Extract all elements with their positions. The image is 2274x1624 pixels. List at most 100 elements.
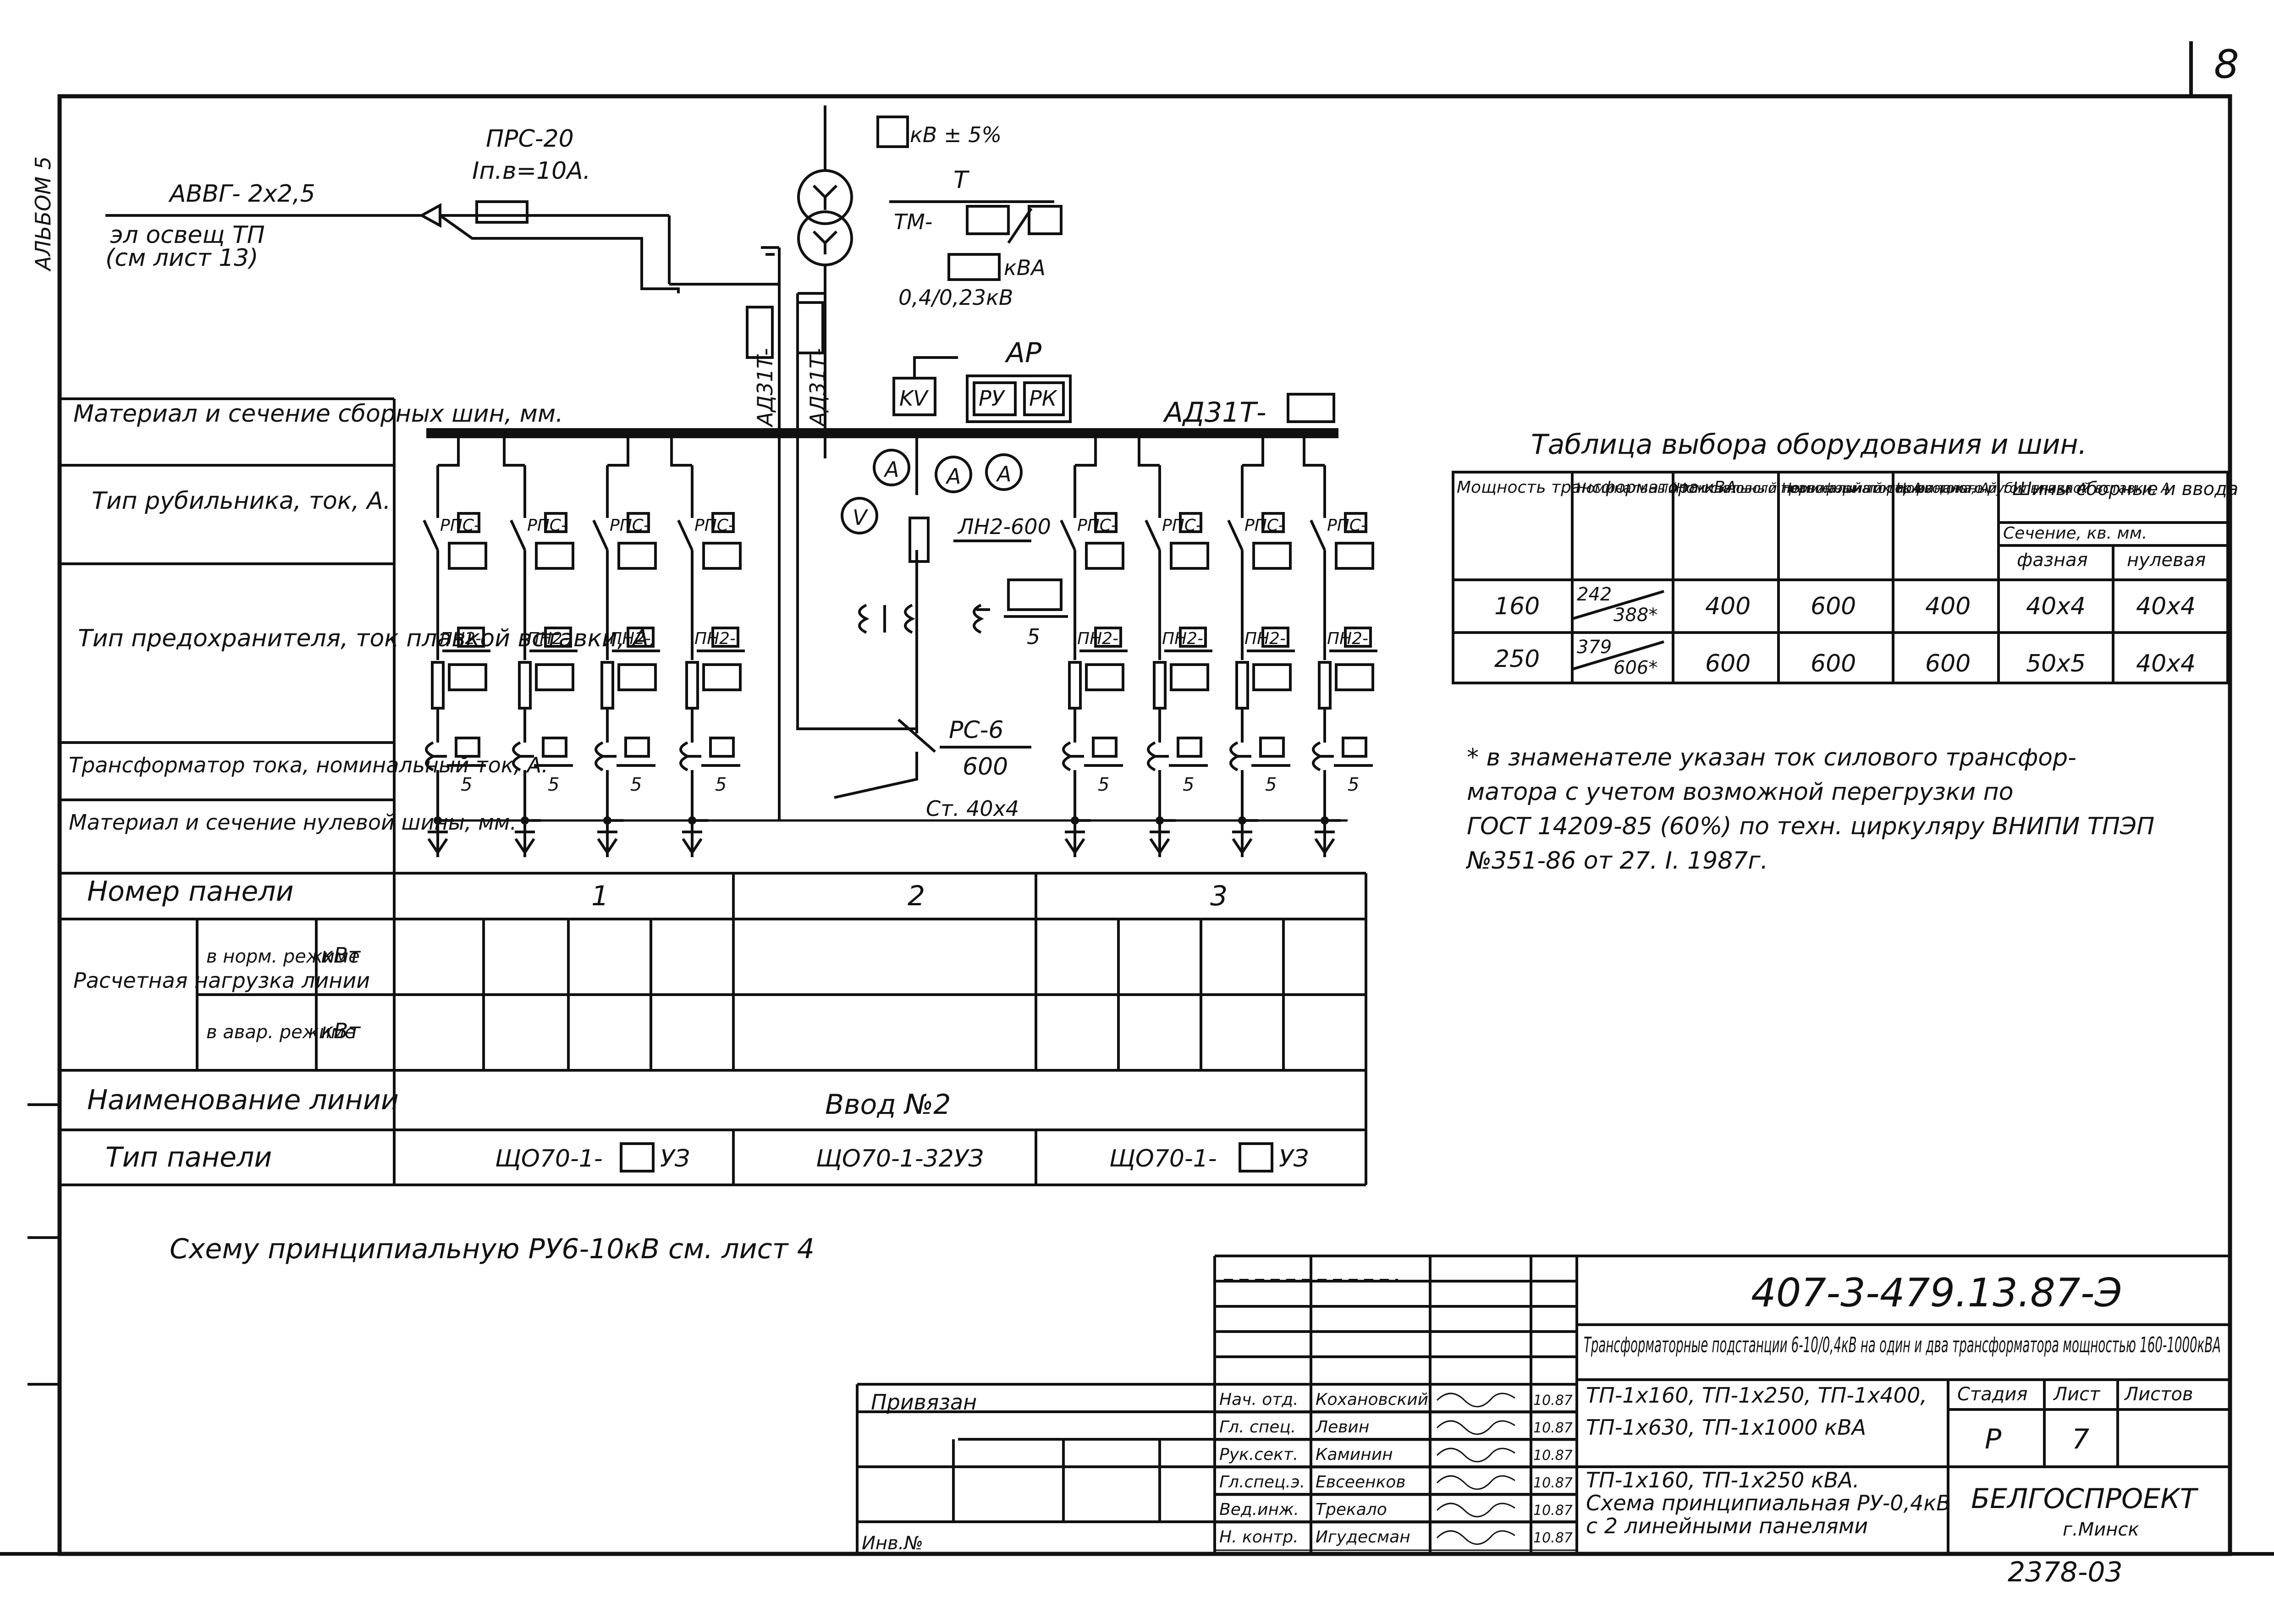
person-date: 10.87 xyxy=(1533,1420,1573,1436)
fuse-symbol xyxy=(1318,661,1332,710)
feeder-fuse-label: ПН2- xyxy=(1244,629,1286,648)
feeder-switch-label: РПС- xyxy=(610,516,650,535)
panel-3-type-suffix: УЗ xyxy=(1279,1145,1309,1173)
feeder-3: РПС- ПН2- 5 xyxy=(592,433,660,857)
row1-fuse: 400 xyxy=(1925,593,1971,620)
feeder-fuse-label: ПН2- xyxy=(1162,629,1203,648)
label-normal: в норм. режиме xyxy=(206,946,360,967)
feeder-6: РПС-ПН2-5 xyxy=(1138,433,1212,857)
ar-ru: РУ xyxy=(979,386,1006,411)
row2-ct: 600 xyxy=(1705,650,1751,677)
panel-1-type-box xyxy=(620,1142,655,1173)
bound-label: Привязан xyxy=(871,1390,977,1415)
page-number: 8 xyxy=(2214,42,2239,88)
panel-1-type: ЩО70-1- xyxy=(495,1145,603,1173)
label-kw-2: кВт xyxy=(321,1018,361,1043)
person-role: Н. контр. xyxy=(1219,1528,1299,1547)
input-cables xyxy=(746,284,918,730)
feeder-switch-label: РПС- xyxy=(1244,516,1284,535)
signature-scribble xyxy=(1436,1420,1515,1435)
row2-cur-den: 606* xyxy=(1613,657,1657,678)
feeder-group: РПС-ПН2-5РПС-ПН2-5РПС-ПН2-5РПС-ПН2-5РПС-… xyxy=(423,433,1377,857)
transformer-label-tm: ТМ- xyxy=(894,209,932,234)
transformer-voltage-adj: кВ ± 5% xyxy=(910,122,1002,147)
transformer-ratio: 0,4/0,23кВ xyxy=(898,285,1013,310)
table-title: Таблица выбора оборудования и шин. xyxy=(1531,429,2087,461)
feeder-fuse-label: ПН2- xyxy=(527,629,568,648)
fuse-symbol xyxy=(1235,661,1249,710)
equipment-table xyxy=(1452,471,2229,684)
line-name-input-2: Ввод №2 xyxy=(825,1089,951,1121)
feeder-8: РПС-ПН2-5 xyxy=(1303,433,1377,857)
inv-label: Инв.№ xyxy=(862,1533,923,1554)
feeder-fuse-label: ПН2- xyxy=(694,629,736,648)
person-name: Трекало xyxy=(1316,1500,1387,1519)
feeder-4: РПС- ПН2- 5 xyxy=(670,433,745,857)
fuse-type: ПРС-20 xyxy=(486,125,574,153)
panel-3-type-box xyxy=(1239,1142,1273,1173)
label-panel-no: Номер панели xyxy=(87,875,294,908)
person-role: Вед.инж. xyxy=(1219,1500,1299,1519)
label-calc-load: Расчетная нагрузка линии xyxy=(73,968,370,993)
feeder-ct-den: 5 xyxy=(630,774,642,795)
org-name: БЕЛГОСПРОЕКТ xyxy=(1971,1483,2199,1515)
feeder-fuse-label: ПН2- xyxy=(440,629,481,648)
th-switch-current: Номинальный ток вводного рубильника А xyxy=(1781,480,2087,496)
feeder-1: РПС-ПН2-5 xyxy=(423,433,490,857)
person-name: Кохановский xyxy=(1316,1390,1428,1409)
th-neutral: нулевая xyxy=(2127,550,2206,571)
input-breaker: РС-6 xyxy=(949,716,1004,744)
signature-scribble xyxy=(1436,1503,1515,1518)
person-date: 10.87 xyxy=(1533,1393,1573,1409)
row1-cur-num: 242 xyxy=(1577,584,1612,605)
lighting-dest-2: (см лист 13) xyxy=(105,244,259,272)
feeder-switch-label: РПС- xyxy=(1077,516,1117,535)
ammeter-3-label: A xyxy=(996,462,1011,486)
input-section xyxy=(834,433,1068,799)
person-role: Гл. спец. xyxy=(1219,1418,1296,1437)
lighting-cable: АВВГ- 2х2,5 xyxy=(168,180,315,208)
feeder-fuse-label: ПН2- xyxy=(1077,629,1118,648)
sheet-title-3: с 2 линейными панелями xyxy=(1586,1514,1868,1538)
feeder-ct-den: 5 xyxy=(715,774,727,795)
label-panel-type: Тип панели xyxy=(105,1141,272,1173)
org-city: г.Минск xyxy=(2063,1519,2139,1540)
note-line-2: матора с учетом возможной перегрузки по xyxy=(1467,778,2014,806)
input-ct-den: 5 xyxy=(1027,624,1040,649)
stage-label: Стадия xyxy=(1957,1384,2027,1405)
ammeter-1-label: A xyxy=(883,457,899,482)
stage-value: Р xyxy=(1985,1423,2002,1455)
panel-2-type: ЩО70-1-32УЗ xyxy=(816,1145,984,1173)
subtitle-1: ТП-1х160, ТП-1х250, ТП-1х400, xyxy=(1586,1383,1927,1408)
title-block xyxy=(856,1255,2230,1554)
note-line-4: №351-86 от 27. I. 1987г. xyxy=(1465,847,1768,875)
person-name: Каминин xyxy=(1316,1445,1393,1464)
lighting-dest-1: эл освещ ТП xyxy=(110,221,265,249)
th-fuse-current: Номинальный ток плавкой вставки, А xyxy=(1896,480,2170,496)
feeder-5: РПС-ПН2-5 xyxy=(1060,433,1128,857)
bottom-number: 2378-03 xyxy=(2008,1556,2123,1588)
person-name: Левин xyxy=(1315,1418,1369,1437)
sheets-label: Листов xyxy=(2124,1384,2193,1405)
signature-scribble xyxy=(1436,1530,1515,1545)
fuse-symbol xyxy=(518,661,532,710)
fuse-symbol xyxy=(685,661,699,710)
label-kw-1: кВт xyxy=(321,943,361,968)
person-role: Нач. отд. xyxy=(1219,1390,1299,1409)
input-switch: ЛН2-600 xyxy=(957,514,1051,539)
panel-2-number: 2 xyxy=(908,880,925,912)
ar-rk: РК xyxy=(1029,386,1058,411)
project-title: Трансформаторные подстанции 6-10/0,4кВ н… xyxy=(1584,1332,2221,1357)
feeder-switch-label: РПС- xyxy=(527,516,567,535)
neutral-bar-label: Ст. 40х4 xyxy=(926,796,1019,821)
feeder-fuse-label: ПН2- xyxy=(610,629,651,648)
cable-1-label: АД31Т- xyxy=(753,348,777,428)
sheet-title-1: ТП-1х160, ТП-1х250 кВА. xyxy=(1586,1468,1859,1492)
label-neutral: Материал и сечение нулевой шины, мм. xyxy=(69,810,517,835)
feeder-switch-label: РПС- xyxy=(694,516,734,535)
label-line-name: Наименование линии xyxy=(87,1084,399,1116)
person-role: Гл.спец.э. xyxy=(1219,1473,1305,1492)
label-emergency: в авар. режиме xyxy=(206,1022,356,1043)
